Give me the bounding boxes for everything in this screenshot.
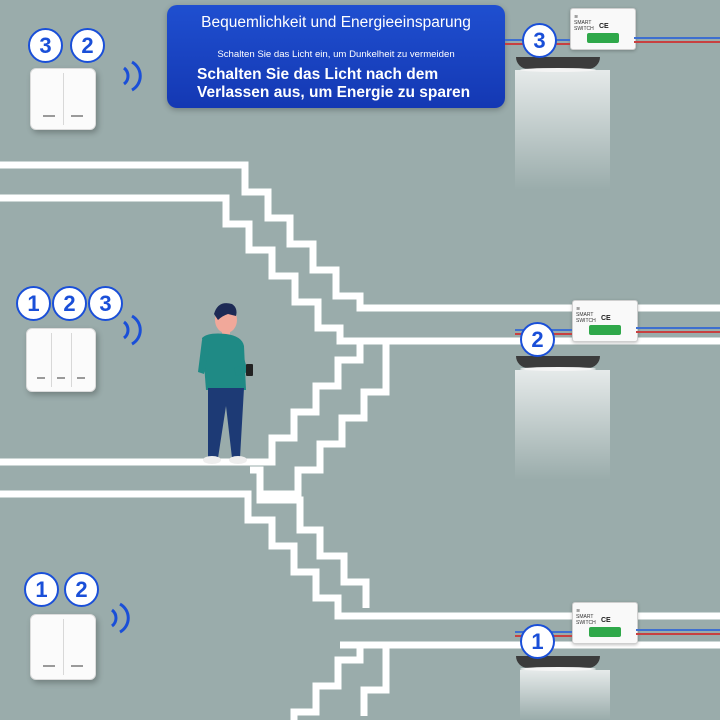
- wireless-signal-icon: [122, 60, 142, 92]
- wall-switch-icon[interactable]: [26, 328, 96, 392]
- module-cert-marks: CE: [601, 315, 611, 322]
- ceiling-lamp-icon: [516, 57, 600, 72]
- wireless-signal-icon: [122, 314, 142, 346]
- ceiling-lamp-icon: [516, 356, 600, 371]
- switch-rocker[interactable]: [51, 333, 72, 387]
- switch-badge: 3: [88, 286, 123, 321]
- switch-rocker[interactable]: [31, 333, 52, 387]
- switch-rocker[interactable]: [63, 619, 91, 675]
- module-cert-marks: CE: [599, 23, 609, 30]
- ceiling-lamp-icon: [516, 656, 600, 671]
- terminal-block: [589, 325, 621, 335]
- switch-badge: 3: [28, 28, 63, 63]
- terminal-block: [587, 33, 619, 43]
- banner-subtitle: Schalten Sie das Licht ein, um Dunkelhei…: [217, 49, 455, 60]
- wall-switch-icon[interactable]: [30, 68, 96, 130]
- switch-badge: 2: [64, 572, 99, 607]
- wall-switch-icon[interactable]: [30, 614, 96, 680]
- module-badge: 2: [520, 322, 555, 357]
- switch-badge: 2: [70, 28, 105, 63]
- switch-badge: 1: [16, 286, 51, 321]
- wireless-signal-icon: [110, 602, 130, 634]
- switch-badge: 2: [52, 286, 87, 321]
- switch-rocker[interactable]: [63, 73, 91, 125]
- switch-badge: 1: [24, 572, 59, 607]
- person-with-phone-icon: [198, 303, 253, 464]
- banner-title: Bequemlichkeit und Energieeinsparung: [201, 14, 471, 31]
- switch-rocker[interactable]: [71, 333, 91, 387]
- switch-rocker[interactable]: [35, 619, 64, 675]
- banner-message-line-2: Verlassen aus, um Energie zu sparen: [197, 84, 471, 101]
- module-badge: 1: [520, 624, 555, 659]
- banner-message-line-1: Schalten Sie das Licht nach dem: [197, 66, 439, 83]
- switch-rocker[interactable]: [35, 73, 64, 125]
- banner-message: Schalten Sie das Licht nach dem Verlasse…: [197, 66, 495, 102]
- module-cert-marks: CE: [601, 617, 611, 624]
- info-banner: Bequemlichkeit und Energieeinsparung Sch…: [167, 5, 505, 108]
- terminal-block: [589, 627, 621, 637]
- module-badge: 3: [522, 23, 557, 58]
